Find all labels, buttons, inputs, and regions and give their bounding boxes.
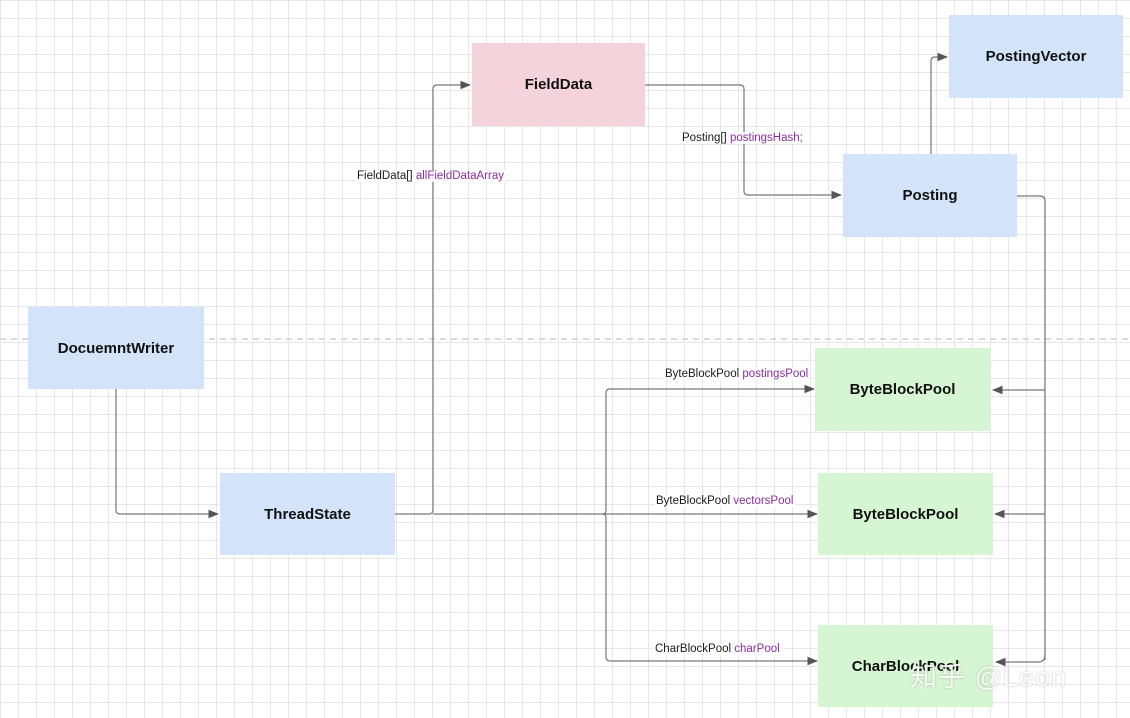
watermark: 知乎 @Leon bbox=[910, 662, 1067, 692]
label-char-pool-name: charPool bbox=[734, 643, 780, 655]
node-byte-block-pool-vectors: ByteBlockPool bbox=[818, 473, 993, 555]
node-thread-state-label: ThreadState bbox=[264, 505, 351, 523]
node-document-writer: DocuemntWriter bbox=[28, 307, 204, 389]
node-char-block-pool: CharBlockPool bbox=[818, 625, 993, 707]
node-char-block-pool-label: CharBlockPool bbox=[851, 657, 960, 675]
edge-posting-to-postingvector bbox=[930, 52, 949, 154]
label-vectors-pool-type: ByteBlockPool bbox=[656, 495, 731, 507]
node-posting: Posting bbox=[843, 154, 1017, 237]
label-postings-pool: ByteBlockPool postingsPool bbox=[663, 368, 811, 380]
edge-threadstate-to-fielddata bbox=[395, 80, 472, 515]
node-posting-vector: PostingVector bbox=[949, 15, 1123, 98]
edge-to-charpool bbox=[602, 513, 819, 666]
label-all-field-data-array-name: allFieldDataArray bbox=[415, 170, 505, 182]
node-field-data: FieldData bbox=[472, 43, 645, 126]
label-vectors-pool-name: vectorsPool bbox=[733, 495, 794, 507]
label-char-pool-type: CharBlockPool bbox=[655, 643, 732, 655]
node-field-data-label: FieldData bbox=[524, 76, 593, 93]
label-postings-pool-name: postingsPool bbox=[742, 368, 809, 380]
label-vectors-pool: ByteBlockPool vectorsPool bbox=[654, 495, 796, 507]
edge-bus-to-charpool bbox=[994, 654, 1046, 667]
label-all-field-data-array: FieldData[] allFieldDataArray bbox=[355, 170, 507, 182]
label-postings-pool-type: ByteBlockPool bbox=[665, 368, 740, 380]
node-posting-label: Posting bbox=[902, 187, 958, 204]
label-all-field-data-array-type: FieldData[] bbox=[357, 170, 413, 182]
edge-writer-to-threadstate bbox=[115, 389, 220, 519]
node-byte-block-pool-postings: ByteBlockPool bbox=[815, 348, 990, 431]
label-char-pool: CharBlockPool charPool bbox=[653, 643, 782, 655]
node-document-writer-label: DocuemntWriter bbox=[57, 339, 175, 357]
node-thread-state: ThreadState bbox=[220, 473, 395, 555]
edge-posting-bus bbox=[1017, 195, 1046, 660]
node-byte-block-pool-postings-label: ByteBlockPool bbox=[849, 381, 956, 398]
label-postings-hash-name: postingsHash; bbox=[729, 132, 803, 144]
node-posting-vector-label: PostingVector bbox=[985, 48, 1087, 65]
label-postings-hash-type: Posting[] bbox=[682, 132, 727, 144]
node-byte-block-pool-vectors-label: ByteBlockPool bbox=[852, 505, 959, 523]
label-postings-hash: Posting[] postingsHash; bbox=[680, 132, 805, 144]
